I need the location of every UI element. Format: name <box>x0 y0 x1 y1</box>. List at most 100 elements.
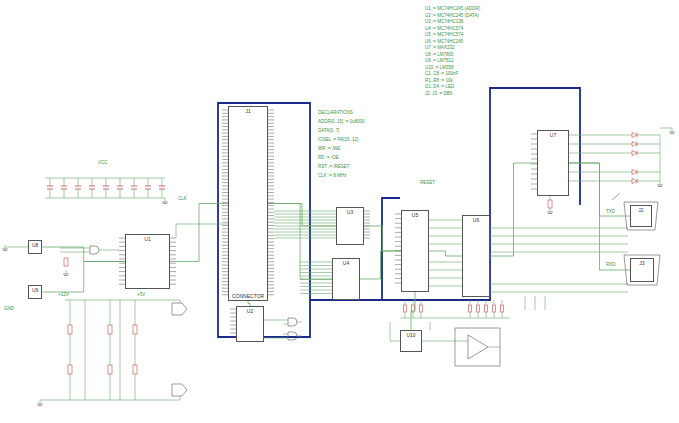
db9-shell <box>624 202 658 230</box>
wire <box>660 135 661 181</box>
wire <box>78 189 79 198</box>
wire <box>92 189 93 198</box>
ground-symbol <box>669 132 675 133</box>
wire <box>274 229 336 230</box>
signal-label: ADDR[0..15] := 0x8000 <box>318 119 364 124</box>
wire <box>637 172 660 173</box>
wire <box>134 189 135 198</box>
wire <box>421 312 422 318</box>
pin-stub <box>268 162 274 163</box>
ic-package: U10 <box>400 330 422 352</box>
pin-stub <box>364 223 370 224</box>
wire <box>120 300 121 400</box>
ground-symbol <box>162 202 168 203</box>
part-designator: U9 <box>30 286 40 294</box>
pin-stub <box>268 195 274 196</box>
wire <box>429 236 462 237</box>
signal-label: U2 := MC74HC245 (DATA) <box>425 13 479 18</box>
signal-label: GND <box>4 306 14 311</box>
ground-symbol <box>165 198 166 202</box>
pin-stub <box>268 255 274 256</box>
pin-stub <box>268 284 274 285</box>
wire <box>274 217 336 218</box>
wire <box>486 312 487 318</box>
pin-stub <box>268 291 274 292</box>
pin-stub <box>268 172 274 173</box>
wire <box>488 347 500 348</box>
pin-stub <box>268 235 274 236</box>
wire <box>176 224 177 238</box>
part-designator: CONNECTOR <box>230 292 266 300</box>
signal-label: DATA[0..7] <box>318 128 339 133</box>
wire <box>413 300 414 305</box>
wire <box>569 172 632 173</box>
wire <box>490 252 628 253</box>
signal-label: U6 := MC74HC245 <box>425 39 463 44</box>
wire <box>274 232 336 233</box>
signal-wire <box>364 226 401 251</box>
wire <box>274 223 336 224</box>
pin-stub <box>268 119 274 120</box>
bus-line <box>218 103 400 337</box>
capacitor-symbol <box>145 186 151 187</box>
wire <box>429 286 462 287</box>
pin-stub <box>170 259 176 260</box>
signal-wire <box>268 204 336 227</box>
wire <box>180 396 181 400</box>
wire <box>45 198 165 199</box>
part-designator: U3 <box>345 208 355 216</box>
wire <box>429 262 462 263</box>
wire <box>176 224 228 225</box>
wire <box>274 220 336 221</box>
wire <box>264 320 283 321</box>
pin-stub <box>364 211 370 212</box>
signal-label: U1 := MC74HC245 (ADDR) <box>425 6 480 11</box>
wire <box>85 252 90 253</box>
ground-symbol <box>660 181 661 185</box>
wire <box>162 178 163 186</box>
wire <box>104 250 119 251</box>
capacitor-symbol <box>47 186 53 187</box>
wire <box>120 178 121 186</box>
pin-stub <box>268 123 274 124</box>
wire <box>92 178 93 186</box>
wire <box>64 189 65 198</box>
signal-label: IOSEL := PA[15..12] <box>318 137 358 142</box>
pin-stub <box>268 202 274 203</box>
pin-stub <box>268 169 274 170</box>
wire <box>78 178 79 186</box>
pin-stub <box>268 261 274 262</box>
signal-label: DECLARATIONS <box>318 110 353 115</box>
part-designator: U6 <box>471 216 481 224</box>
pin-stub <box>268 271 274 272</box>
wire <box>300 293 332 294</box>
ic-package: J3 <box>630 258 654 282</box>
pin-stub <box>268 222 274 223</box>
signal-label: CLK := 8 MHz <box>318 173 346 178</box>
wire <box>45 178 165 179</box>
ic-package: U9 <box>28 285 42 299</box>
ground-symbol <box>548 213 552 214</box>
wire <box>569 153 632 154</box>
ground-symbol <box>163 203 167 204</box>
signal-label: U8 := LM7805 <box>425 52 453 57</box>
ground-symbol <box>37 404 43 405</box>
wire <box>430 322 431 330</box>
ground-symbol <box>670 133 674 134</box>
resistor-symbol <box>493 305 496 312</box>
ic-package: J2 <box>630 205 652 227</box>
part-designator: U8 <box>30 241 40 249</box>
signal-label: U10 := LM358 <box>425 65 453 70</box>
resistor-symbol <box>469 305 472 312</box>
pin-stub <box>170 284 176 285</box>
wire <box>300 290 332 291</box>
wire <box>569 144 632 145</box>
pin-stub <box>268 265 274 266</box>
pin-stub <box>268 149 274 150</box>
pin-stub <box>268 248 274 249</box>
capacitor-symbol <box>108 325 112 334</box>
pin-stub <box>268 143 274 144</box>
pin-stub <box>170 271 176 272</box>
capacitor-symbol <box>133 365 137 374</box>
wire <box>99 250 104 251</box>
